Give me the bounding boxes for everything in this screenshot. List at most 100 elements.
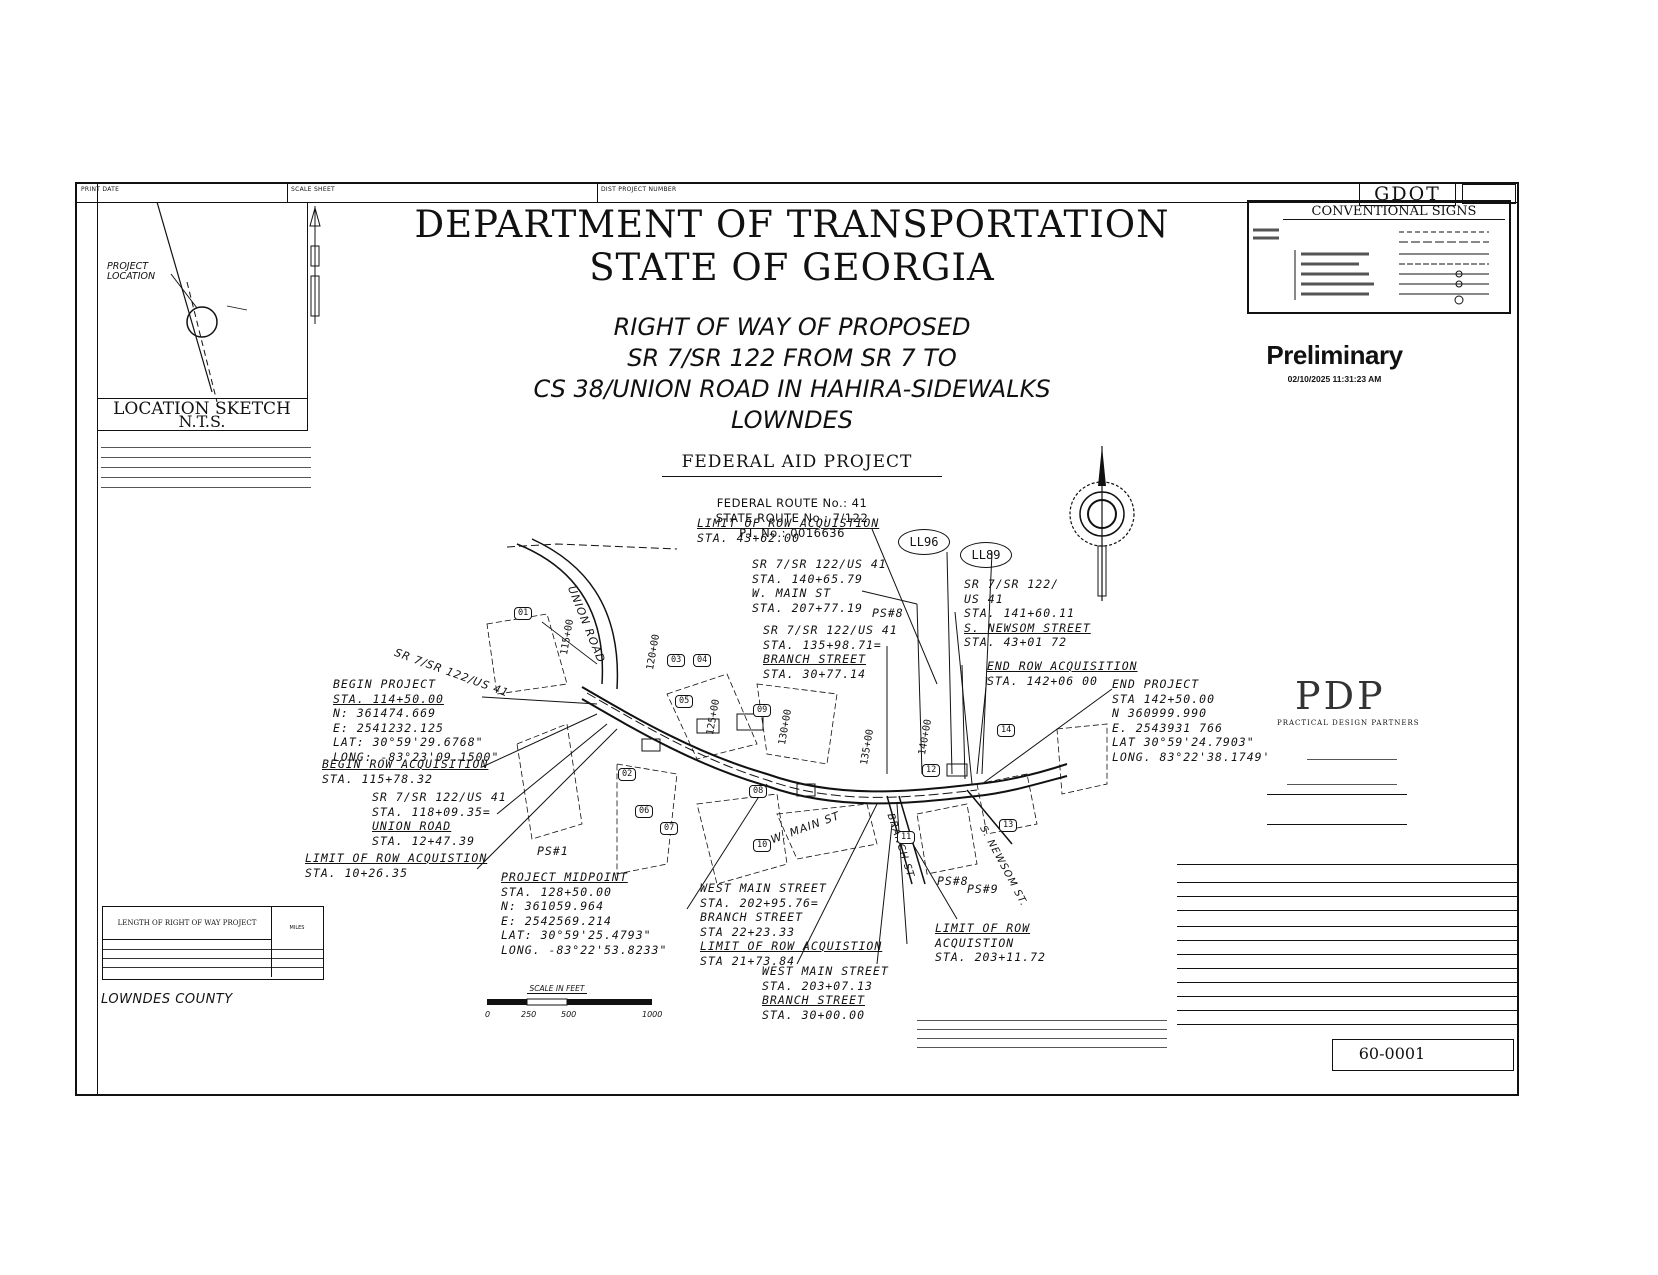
length-table: LENGTH OF RIGHT OF WAY PROJECT MILES: [102, 906, 324, 980]
parcel-tag: 03: [667, 654, 686, 667]
annotation-line: SR 7/SR 122/US 41: [752, 557, 887, 571]
annotation-ps9: PS#9: [967, 882, 999, 896]
annotation-line: ACQUISTION: [935, 935, 1015, 950]
annotation-line: PROJECT MIDPOINT: [501, 870, 628, 884]
project-title-line: RIGHT OF WAY OF PROPOSED: [613, 313, 971, 341]
length-table-divider: [271, 939, 272, 977]
route-info: FEDERAL ROUTE No.: 41 STATE ROUTE No.: 7…: [677, 496, 907, 541]
scale-tick: 500: [561, 1010, 577, 1019]
annotation-line: LONG. 83°22'38.1749': [1112, 749, 1271, 764]
annotation-line: LIMIT OF ROW ACQUISTION: [697, 516, 880, 530]
annotation-line: STA. 135+98.71=: [763, 637, 882, 652]
annotation-ps1: PS#1: [537, 844, 569, 858]
annotation-line: E: 2541232.125: [333, 720, 444, 735]
annotation-line: W. MAIN ST: [752, 586, 832, 600]
annotation-line: LONG: -83°23'09.1500": [333, 749, 500, 764]
annotation-line: WEST MAIN STREET: [762, 964, 889, 978]
conventional-signs-box: CONVENTIONAL SIGNS: [1247, 200, 1511, 314]
federal-aid-underline: [662, 476, 942, 477]
annotation-line: STA. 115+78.32: [322, 771, 433, 786]
pi-number: P.I. No.: 0016636: [739, 526, 845, 540]
north-seal-icon: [1069, 446, 1135, 601]
annotation-w-main-bottom: WEST MAIN STREET STA. 202+95.76= BRANCH …: [700, 881, 882, 968]
scale-tick: 0: [485, 1010, 491, 1019]
federal-aid-label: FEDERAL AID PROJECT: [681, 452, 913, 472]
parcel-tag: 14: [997, 724, 1016, 737]
annotation-end-project: END PROJECT STA 142+50.00 N 360999.990 E…: [1112, 677, 1270, 764]
annotation-end-row: END ROW ACQUISITION STA. 142+06 00: [987, 659, 1138, 688]
location-sketch-map: [156, 202, 248, 403]
strip-sep: [287, 184, 288, 202]
road-plan-map: [476, 528, 1113, 965]
strip-divider: [77, 202, 1517, 203]
annotation-line: BEGIN PROJECT: [333, 677, 437, 691]
annotation-line: SR 7/SR 122/: [964, 577, 1060, 591]
annotation-branch-top: SR 7/SR 122/US 41 STA. 135+98.71= BRANCH…: [763, 623, 898, 681]
annotation-ps8-bottom: PS#8: [937, 874, 969, 888]
annotation-line: STA 21+73.84: [700, 953, 796, 968]
annotation-w-main-top: SR 7/SR 122/US 41 STA. 140+65.79 W. MAIN…: [752, 557, 887, 615]
title-block-rule: [1177, 896, 1517, 897]
annotation-line: END PROJECT: [1112, 677, 1200, 691]
scale-bar: SCALE IN FEET 0 250 500 1000: [485, 984, 662, 1019]
annotation-line: STA. 12+47.39: [372, 833, 476, 848]
project-title: RIGHT OF WAY OF PROPOSED SR 7/SR 122 FRO…: [417, 312, 1167, 436]
annotation-limit-row-right: LIMIT OF ROW ACQUISTION STA. 203+11.72: [935, 921, 1046, 965]
length-table-rows: [103, 941, 323, 976]
sheet-number-box: [1332, 1039, 1514, 1071]
annotation-line: WEST MAIN STREET: [700, 881, 827, 895]
annotation-line: LIMIT OF ROW: [935, 921, 1031, 935]
annotation-line: STA. 140+65.79: [752, 571, 863, 586]
annotation-line: SR 7/SR 122/US 41: [763, 623, 898, 637]
left-margin-rule: [97, 184, 98, 1094]
parcel-tag: 06: [635, 805, 654, 818]
conventional-signs-legend: [1253, 228, 1489, 305]
parcel-tag: 12: [922, 764, 941, 777]
north-arrow-icon: [309, 206, 321, 324]
annotation-line: STA. 43+01 72: [964, 635, 1068, 649]
strip-project: DIST PROJECT NUMBER: [601, 186, 677, 193]
annotation-midpoint: PROJECT MIDPOINT STA. 128+50.00 N: 36105…: [501, 870, 667, 957]
land-lot-ll89: LL89: [960, 542, 1012, 568]
state-route: STATE ROUTE No.: 7/122: [715, 511, 869, 525]
pdp-logo: PDP: [1295, 674, 1386, 718]
annotation-line: BRANCH STREET: [762, 993, 866, 1007]
pdp-name: PRACTICAL DESIGN PARTNERS: [1277, 719, 1420, 727]
annotation-line: STA. 203+11.72: [935, 950, 1046, 964]
revisions-block: [1177, 926, 1517, 1072]
parcel-tag: 05: [675, 695, 694, 708]
annotation-line: BRANCH STREET: [700, 910, 804, 924]
parcel-tag: 04: [693, 654, 712, 667]
parcel-tag: 08: [749, 785, 768, 798]
signature-line: [1267, 794, 1407, 795]
annotation-line: STA. 118+09.35=: [372, 804, 491, 819]
annotation-begin-project: BEGIN PROJECT STA. 114+50.00 N: 361474.6…: [333, 677, 499, 764]
location-sketch: PROJECT LOCATION LOCATION SKETCH: [97, 202, 308, 431]
bottom-notes: [917, 1014, 1167, 1048]
title-block-rule: [1177, 910, 1517, 911]
scale-tick: 1000: [642, 1010, 663, 1019]
annotation-line: STA 22+23.33: [700, 924, 796, 939]
annotation-line: LAT 30°59'24.7903": [1112, 735, 1255, 749]
annotation-line: STA. 114+50.00: [333, 691, 444, 706]
annotation-line: E: 2542569.214: [501, 913, 612, 928]
strip-scale: SCALE SHEET: [291, 186, 336, 193]
strip-sep: [597, 184, 598, 202]
annotation-line: STA. 30+00.00: [762, 1007, 866, 1022]
federal-route: FEDERAL ROUTE No.: 41: [716, 496, 868, 510]
annotation-line: STA. 43+62.00: [697, 530, 801, 545]
gdot-logo: GDOT: [1359, 182, 1456, 206]
conventional-signs-title: CONVENTIONAL SIGNS: [1283, 204, 1505, 220]
annotation-line: STA. 142+06 00: [987, 673, 1098, 688]
annotation-union-road: SR 7/SR 122/US 41 STA. 118+09.35= UNION …: [372, 790, 507, 848]
annotation-limit-row-top: LIMIT OF ROW ACQUISTION STA. 43+62.00: [697, 516, 879, 545]
length-table-title: LENGTH OF RIGHT OF WAY PROJECT: [103, 907, 272, 940]
title-block-rule: [1177, 882, 1517, 883]
land-lot-ll96: LL96: [898, 529, 950, 555]
annotation-line: LAT: 30°59'25.4793": [501, 928, 652, 942]
state-title: STATE OF GEORGIA: [589, 246, 995, 289]
sheet-box: [1462, 184, 1516, 204]
annotation-line: STA. 202+95.76=: [700, 895, 819, 910]
annotation-line: N 360999.990: [1112, 706, 1208, 720]
project-title-line: LOWNDES: [730, 406, 854, 434]
